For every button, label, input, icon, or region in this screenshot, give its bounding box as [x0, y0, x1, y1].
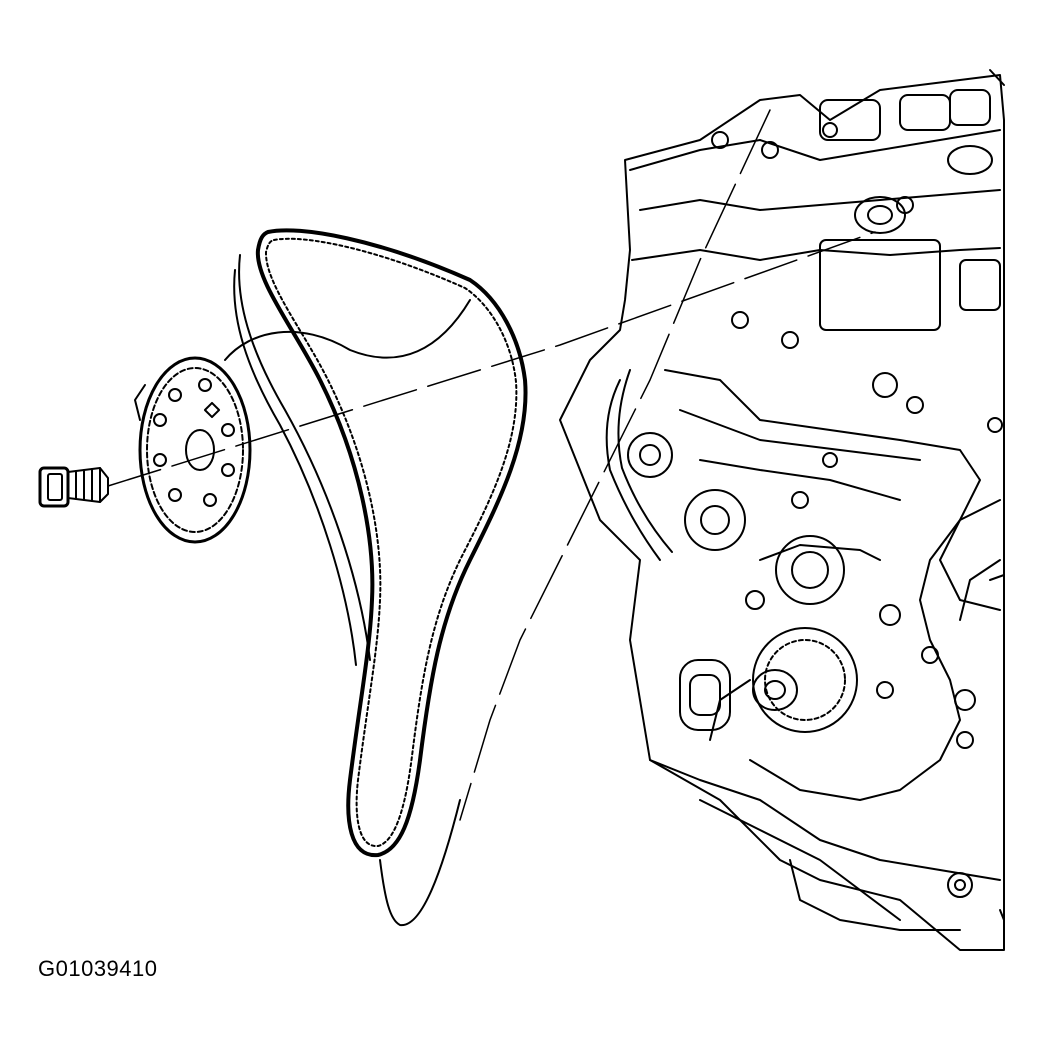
timing-chain — [255, 228, 528, 858]
sprocket-bolt — [38, 466, 109, 508]
engine-edge-details — [989, 69, 1005, 921]
engine-block — [559, 74, 1005, 951]
assembly-alignment-lines — [107, 109, 876, 821]
chain-guide — [224, 254, 471, 927]
figure-id-label: G01039410 — [38, 956, 158, 981]
camshaft-sprocket — [134, 356, 252, 544]
